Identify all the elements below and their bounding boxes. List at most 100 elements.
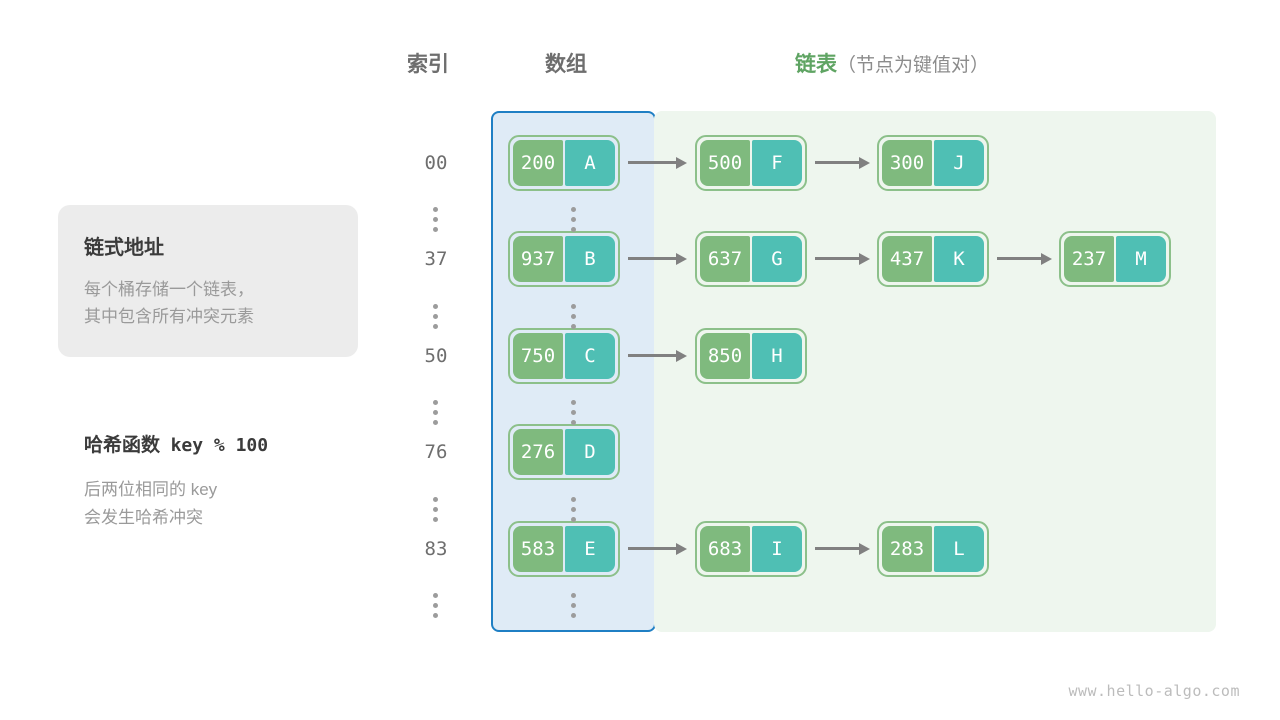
ellipsis-array-icon [571, 207, 576, 232]
info-card-title: 链式地址 [84, 237, 164, 259]
kv-node-key: 937 [513, 236, 563, 282]
kv-node-key: 637 [700, 236, 750, 282]
ellipsis-dot [571, 400, 576, 405]
arrow-shaft [628, 257, 678, 260]
ellipsis-dot [571, 217, 576, 222]
ellipsis-dot [571, 517, 576, 522]
ellipsis-dot [433, 410, 438, 415]
kv-node-value: I [752, 526, 802, 572]
bucket-index-label: 83 [424, 538, 448, 560]
ellipsis-dot [571, 507, 576, 512]
kv-node-key: 850 [700, 333, 750, 379]
kv-node-key: 583 [513, 526, 563, 572]
bucket-index-label: 76 [424, 441, 448, 463]
kv-node-value: E [565, 526, 615, 572]
arrow-head [676, 253, 687, 265]
info-card-body: 每个桶存储一个链表， 其中包含所有冲突元素 [84, 276, 332, 330]
kv-node-value: G [752, 236, 802, 282]
column-header-array: 数组 [545, 48, 587, 78]
kv-node-value: C [565, 333, 615, 379]
arrow-head [676, 157, 687, 169]
ellipsis-dot [571, 314, 576, 319]
arrow-head [859, 253, 870, 265]
bucket-index-label: 00 [424, 152, 448, 174]
ellipsis-dot [571, 227, 576, 232]
arrow-head [1041, 253, 1052, 265]
ellipsis-index-icon [433, 207, 438, 232]
arrow-shaft [815, 161, 861, 164]
kv-node-value: M [1116, 236, 1166, 282]
kv-node-value: K [934, 236, 984, 282]
ellipsis-dot [571, 593, 576, 598]
arrow-head [676, 350, 687, 362]
arrow-shaft [628, 161, 678, 164]
link-arrow-icon [620, 350, 695, 362]
kv-node-key: 300 [882, 140, 932, 186]
ellipsis-dot [433, 314, 438, 319]
ellipsis-dot [433, 613, 438, 618]
kv-node-key: 237 [1064, 236, 1114, 282]
arrow-shaft [997, 257, 1043, 260]
kv-node-key: 750 [513, 333, 563, 379]
kv-node-value: B [565, 236, 615, 282]
ellipsis-dot [433, 304, 438, 309]
kv-node-key: 283 [882, 526, 932, 572]
kv-node-value: F [752, 140, 802, 186]
ellipsis-dot [571, 410, 576, 415]
hash-collision-note-line-2: 会发生哈希冲突 [84, 508, 203, 528]
hash-function-label: 哈希函数 [84, 435, 161, 456]
ellipsis-dot [433, 497, 438, 502]
link-arrow-icon [620, 157, 695, 169]
hash-function-note: 哈希函数 key % 100 [84, 430, 268, 457]
ellipsis-dot [571, 613, 576, 618]
kv-node-key: 683 [700, 526, 750, 572]
arrow-head [859, 157, 870, 169]
arrow-shaft [815, 547, 861, 550]
ellipsis-dot [433, 400, 438, 405]
ellipsis-dot [571, 324, 576, 329]
column-header-linked-list: 链表（节点为键值对） [795, 48, 989, 78]
kv-node-value: L [934, 526, 984, 572]
column-header-index-label: 索引 [407, 53, 449, 76]
column-header-array-label: 数组 [545, 53, 587, 76]
column-header-index: 索引 [407, 48, 449, 78]
ellipsis-dot [571, 207, 576, 212]
kv-node-key: 500 [700, 140, 750, 186]
bucket-index-label: 50 [424, 345, 448, 367]
kv-node-value: H [752, 333, 802, 379]
ellipsis-index-icon [433, 497, 438, 522]
ellipsis-array-icon [571, 400, 576, 425]
column-header-linked-list-label: 链表 [795, 53, 837, 76]
ellipsis-array-icon [571, 593, 576, 618]
arrow-shaft [628, 547, 678, 550]
info-card-chaining: 链式地址 每个桶存储一个链表， 其中包含所有冲突元素 [58, 205, 358, 357]
ellipsis-index-icon [433, 593, 438, 618]
ellipsis-dot [433, 217, 438, 222]
column-header-linked-list-sublabel: （节点为键值对） [837, 55, 990, 76]
kv-node-key: 437 [882, 236, 932, 282]
hash-collision-note-line-1: 后两位相同的 key [84, 480, 218, 499]
ellipsis-dot [571, 420, 576, 425]
kv-node-value: A [565, 140, 615, 186]
bucket-index-label: 37 [424, 248, 448, 270]
footer-watermark: www.hello-algo.com [1068, 682, 1240, 700]
ellipsis-dot [433, 507, 438, 512]
link-arrow-icon [807, 157, 877, 169]
ellipsis-dot [571, 497, 576, 502]
ellipsis-dot [433, 324, 438, 329]
ellipsis-dot [433, 227, 438, 232]
ellipsis-dot [433, 517, 438, 522]
